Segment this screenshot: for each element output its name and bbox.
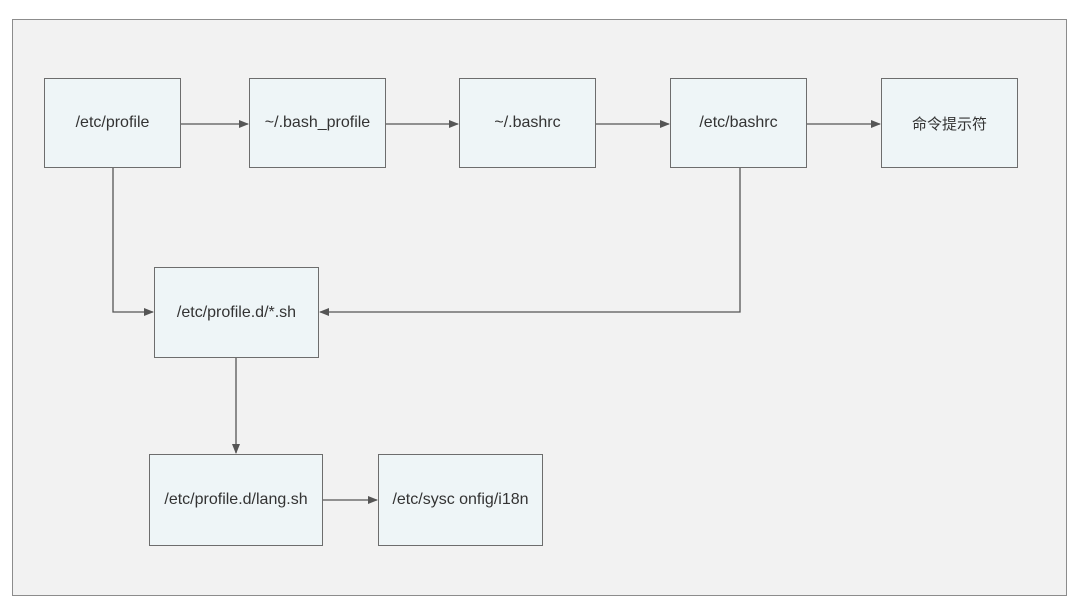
- node-profile-d-label: /etc/profile.d/*.sh: [176, 303, 297, 321]
- node-profile-d: /etc/profile.d/*.sh: [154, 267, 319, 358]
- node-command-prompt: 命令提示符: [881, 78, 1018, 168]
- node-bash-profile: ~/.bash_profile: [249, 78, 386, 168]
- node-i18n: /etc/sysc onfig/i18n: [378, 454, 543, 546]
- node-lang-sh-label: /etc/profile.d/lang.sh: [164, 491, 308, 508]
- node-etc-bashrc: /etc/bashrc: [670, 78, 807, 168]
- node-etc-bashrc-label: /etc/bashrc: [699, 114, 778, 131]
- node-user-bashrc: ~/.bashrc: [459, 78, 596, 168]
- edge-etc-bashrc-to-profile-d: [319, 168, 741, 316]
- node-etc-profile-label: /etc/profile: [75, 114, 150, 131]
- node-bash-profile-label: ~/.bash_profile: [264, 114, 371, 131]
- node-command-prompt-label: 命令提示符: [911, 114, 987, 133]
- edge-profile-to-profile-d: [112, 168, 154, 316]
- node-user-bashrc-label: ~/.bashrc: [494, 114, 561, 131]
- node-i18n-label: /etc/sysc onfig/i18n: [392, 491, 529, 508]
- node-etc-profile: /etc/profile: [44, 78, 181, 168]
- node-lang-sh: /etc/profile.d/lang.sh: [149, 454, 323, 546]
